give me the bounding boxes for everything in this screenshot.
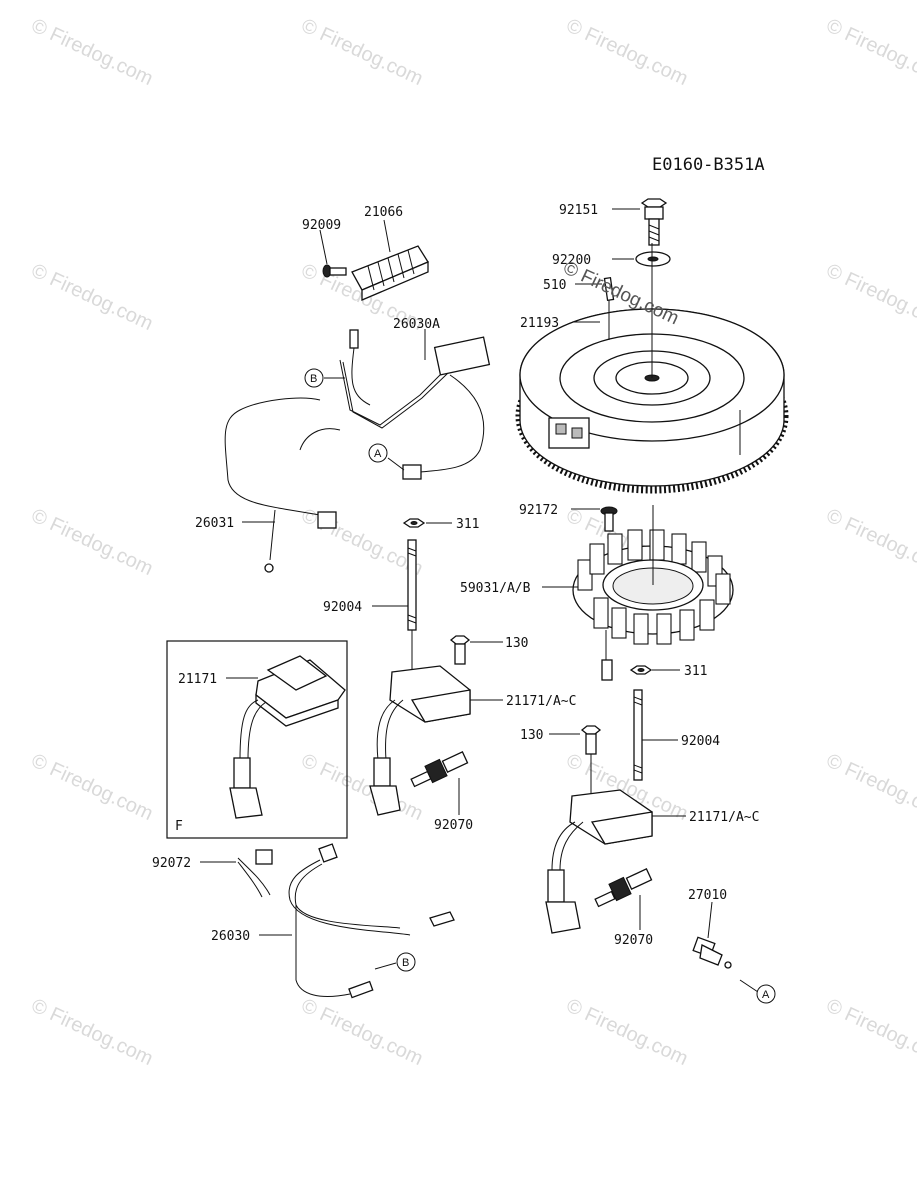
watermark-layer: © Firedog.com © Firedog.com © Firedog.co… bbox=[28, 15, 917, 1070]
screw-92009 bbox=[322, 264, 347, 278]
ignition-coil-21171-b bbox=[545, 789, 653, 934]
callout-92009: 92009 bbox=[302, 218, 341, 233]
callout-92070-b: 92070 bbox=[614, 933, 653, 948]
watermark: © Firedog.com bbox=[823, 15, 917, 90]
callout-21171-f: 21171 bbox=[178, 672, 217, 687]
callout-59031: 59031/A/B bbox=[460, 581, 531, 596]
watermark: © Firedog.com bbox=[563, 995, 691, 1070]
ignition-coil-21171-a bbox=[369, 665, 471, 816]
callout-92172: 92172 bbox=[519, 503, 558, 518]
callout-92004-b: 92004 bbox=[681, 734, 720, 749]
watermark: © Firedog.com bbox=[28, 505, 156, 580]
spark-plug-92070-a bbox=[410, 751, 469, 788]
nut-311-b bbox=[629, 665, 653, 675]
wire-harness-26030 bbox=[288, 843, 455, 999]
key-510 bbox=[603, 276, 615, 302]
watermark: © Firedog.com bbox=[823, 505, 917, 580]
callout-92070-a: 92070 bbox=[434, 818, 473, 833]
callout-92072: 92072 bbox=[152, 856, 191, 871]
svg-text:B: B bbox=[310, 373, 317, 385]
callout-21066: 21066 bbox=[364, 205, 403, 220]
watermark: © Firedog.com bbox=[298, 505, 426, 580]
callout-27010: 27010 bbox=[688, 888, 727, 903]
bolt-130-b bbox=[580, 725, 602, 755]
watermark: © Firedog.com bbox=[563, 15, 691, 90]
stud-92004-a bbox=[407, 539, 417, 631]
callout-26030: 26030 bbox=[211, 929, 250, 944]
callout-92151: 92151 bbox=[559, 203, 598, 218]
stator-59031 bbox=[572, 529, 734, 681]
watermark: © Firedog.com bbox=[823, 750, 917, 825]
bolt-130-a bbox=[449, 635, 471, 665]
callout-510: 510 bbox=[543, 278, 566, 293]
oil-switch-27010 bbox=[692, 936, 732, 969]
watermark: © Firedog.com bbox=[28, 15, 156, 90]
callout-311-b: 311 bbox=[684, 664, 707, 679]
svg-text:A: A bbox=[762, 989, 770, 1001]
washer-92200 bbox=[635, 251, 671, 267]
watermark: © Firedog.com bbox=[298, 995, 426, 1070]
marker-a-lower: A bbox=[756, 984, 776, 1004]
watermark: © Firedog.com bbox=[298, 750, 426, 825]
callout-130-a: 130 bbox=[505, 636, 528, 651]
marker-b-lower: B bbox=[396, 952, 416, 972]
watermark: © Firedog.com bbox=[823, 260, 917, 335]
bolt-92151 bbox=[640, 198, 668, 246]
callout-26031: 26031 bbox=[195, 516, 234, 531]
spark-plug-92070-b bbox=[594, 868, 653, 908]
screw-92172 bbox=[600, 506, 618, 532]
callout-92004-a: 92004 bbox=[323, 600, 362, 615]
regulator-21066 bbox=[351, 245, 429, 301]
callout-21171-a: 21171/A~C bbox=[506, 694, 576, 709]
leader-lines bbox=[200, 208, 759, 993]
callout-92200: 92200 bbox=[552, 253, 591, 268]
watermark: © Firedog.com bbox=[28, 260, 156, 335]
inset-label-f: F bbox=[175, 819, 183, 834]
callout-311-a: 311 bbox=[456, 517, 479, 532]
inset-box-f bbox=[166, 640, 348, 839]
nut-311-a bbox=[402, 518, 426, 528]
svg-text:A: A bbox=[374, 448, 382, 460]
callout-21193: 21193 bbox=[520, 316, 559, 331]
connector-92072 bbox=[237, 849, 273, 898]
diagram-code: E0160-B351A bbox=[652, 155, 765, 175]
marker-a-upper: A bbox=[368, 443, 388, 463]
callout-130-b: 130 bbox=[520, 728, 543, 743]
stud-92004-b bbox=[633, 689, 643, 781]
svg-text:B: B bbox=[402, 957, 409, 969]
marker-b-upper: B bbox=[304, 368, 324, 388]
callout-21171-b: 21171/A~C bbox=[689, 810, 759, 825]
watermark: © Firedog.com bbox=[823, 995, 917, 1070]
watermark: © Firedog.com bbox=[28, 750, 156, 825]
wire-harness-26030A bbox=[224, 329, 491, 573]
watermark: © Firedog.com bbox=[298, 15, 426, 90]
watermark: © Firedog.com bbox=[28, 995, 156, 1070]
callout-26030A: 26030A bbox=[393, 317, 440, 332]
